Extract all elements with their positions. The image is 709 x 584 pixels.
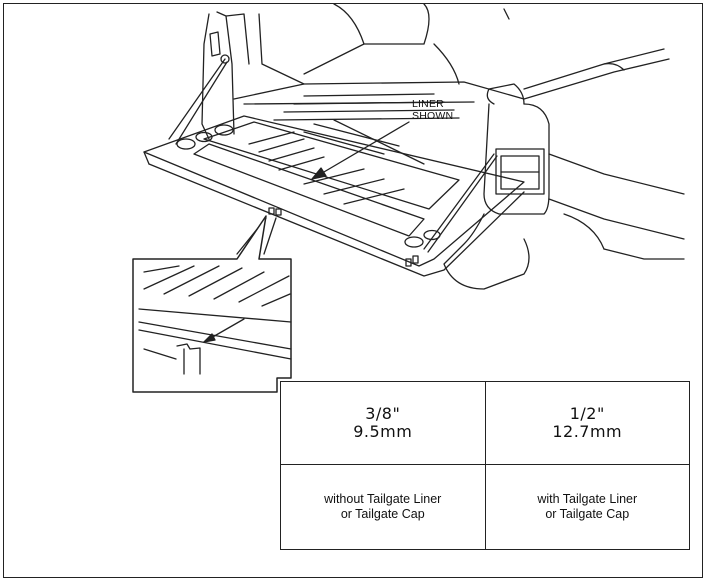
diagram-frame: LINER SHOWN 3/8" 9.5mm 1/2" 12.7mm witho…	[3, 3, 703, 578]
liner-callout-arrow	[311, 121, 410, 180]
condition-line: without Tailgate Liner	[324, 492, 442, 506]
condition-row: without Tailgate Liner or Tailgate Cap w…	[280, 464, 690, 550]
liner-shown-label: LINER SHOWN	[412, 98, 453, 122]
condition-line: or Tailgate Cap	[545, 507, 630, 521]
dimension-inch: 3/8"	[365, 404, 401, 423]
liner-label-line1: LINER	[412, 98, 444, 110]
truck-bed	[201, 4, 685, 290]
condition-line: with Tailgate Liner	[537, 492, 638, 506]
dimension-cell-with-liner: 1/2" 12.7mm	[484, 381, 690, 465]
condition-line: or Tailgate Cap	[340, 507, 425, 521]
dimension-mm: 9.5mm	[353, 422, 413, 441]
dimension-cell-without-liner: 3/8" 9.5mm	[280, 381, 486, 465]
dimension-mm: 12.7mm	[552, 422, 623, 441]
dimension-inch: 1/2"	[569, 404, 605, 423]
detail-zoom-callout	[132, 215, 292, 393]
condition-cell-with-liner: with Tailgate Liner or Tailgate Cap	[484, 464, 690, 550]
tailgate-illustration	[132, 4, 685, 393]
liner-label-line2: SHOWN	[412, 110, 454, 122]
gap-spec-table: 3/8" 9.5mm 1/2" 12.7mm without Tailgate …	[280, 381, 690, 550]
condition-cell-without-liner: without Tailgate Liner or Tailgate Cap	[280, 464, 486, 550]
dimension-row: 3/8" 9.5mm 1/2" 12.7mm	[280, 381, 690, 465]
tailgate	[143, 58, 525, 277]
